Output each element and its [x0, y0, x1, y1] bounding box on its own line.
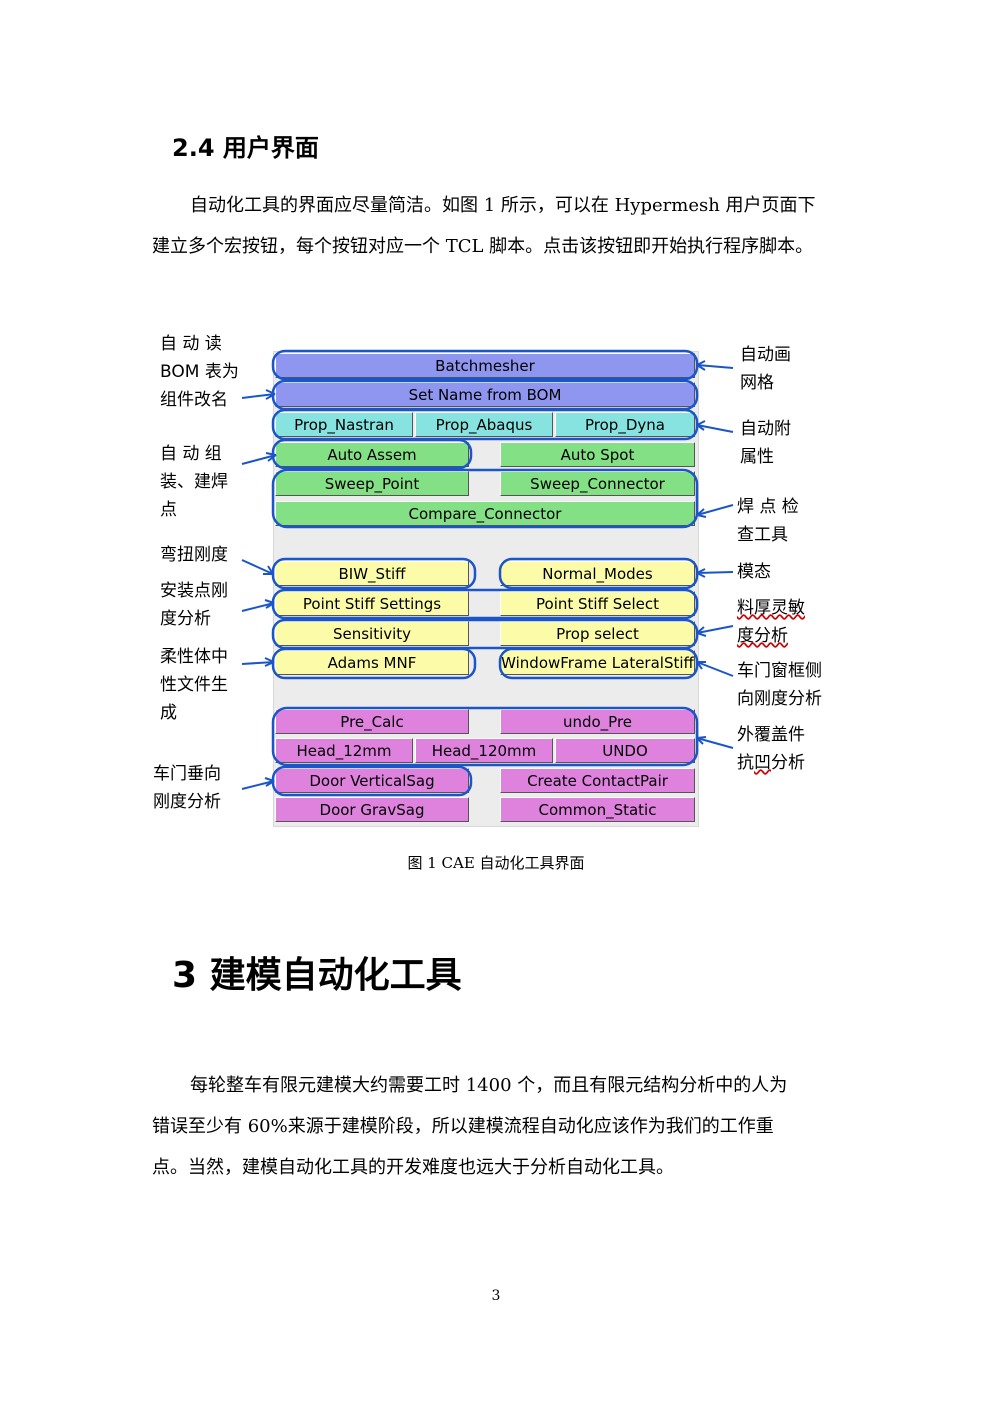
batchmesher-button[interactable]: Batchmesher — [275, 353, 695, 378]
label-door-sag: 车门垂向 刚度分析 — [153, 764, 221, 812]
set-name-button[interactable]: Set Name from BOM — [275, 382, 695, 407]
label-bending-torsion: 弯扭刚度 — [160, 545, 228, 565]
group-outline — [498, 557, 699, 590]
label-mount-point: 安装点刚 度分析 — [160, 581, 228, 629]
sweep-connector-button[interactable]: Sweep_Connector — [500, 471, 695, 496]
prop-nastran-button[interactable]: Prop_Nastran — [275, 412, 413, 437]
annotation-arrows — [241, 360, 734, 790]
sweep-point-button[interactable]: Sweep_Point — [275, 471, 469, 496]
create-contactpair-button[interactable]: Create ContactPair — [500, 768, 695, 793]
windowframe-button[interactable]: WindowFrame LateralStiff — [500, 650, 695, 675]
group-outline — [271, 588, 699, 620]
label-auto-mesh: 自动画 网格 — [740, 345, 791, 393]
door-verticalsag-button[interactable]: Door VerticalSag — [275, 768, 469, 793]
thickness-line-2: 度分析 — [737, 626, 788, 646]
group-outline — [271, 557, 477, 590]
normal-modes-button[interactable]: Normal_Modes — [500, 561, 695, 586]
group-outline — [271, 379, 699, 411]
label-flexible-body: 柔性体中 性文件生 成 — [160, 647, 228, 723]
section-heading-3: 3 建模自动化工具 — [172, 955, 462, 996]
group-outline — [271, 349, 699, 381]
head-12mm-button[interactable]: Head_12mm — [275, 738, 413, 763]
paragraph-line: 点。当然，建模自动化工具的开发难度也远大于分析自动化工具。 — [152, 1157, 674, 1178]
compare-connector-button[interactable]: Compare_Connector — [275, 501, 695, 526]
paragraph-line: 每轮整车有限元建模大约需要工时 1400 个，而且有限元结构分析中的人为 — [190, 1075, 788, 1096]
section-3-paragraph: 每轮整车有限元建模大约需要工时 1400 个，而且有限元结构分析中的人为 错误至… — [152, 1065, 842, 1188]
page-number: 3 — [491, 1288, 501, 1304]
label-weld-check: 焊 点 检 查工具 — [737, 497, 799, 545]
section-2-4-paragraph: 自动化工具的界面应尽量简洁。如图 1 所示，可以在 Hypermesh 用户页面… — [152, 185, 842, 267]
label-panel-dent: 外覆盖件 抗凹分析 — [737, 721, 805, 777]
label-thickness-sensitivity: 料厚灵敏 度分析 — [737, 594, 805, 650]
adams-mnf-button[interactable]: Adams MNF — [275, 650, 469, 675]
thickness-line-1: 料厚灵敏 — [737, 598, 805, 618]
group-outline — [271, 647, 477, 680]
label-modal: 模态 — [737, 562, 771, 582]
point-stiff-settings-button[interactable]: Point Stiff Settings — [275, 591, 469, 616]
group-outline — [498, 647, 699, 680]
group-outline — [271, 408, 699, 441]
group-outline — [271, 765, 473, 797]
auto-spot-button[interactable]: Auto Spot — [500, 442, 695, 467]
prop-dyna-button[interactable]: Prop_Dyna — [555, 412, 695, 437]
prop-abaqus-button[interactable]: Prop_Abaqus — [415, 412, 553, 437]
head-120mm-button[interactable]: Head_120mm — [415, 738, 553, 763]
sensitivity-button[interactable]: Sensitivity — [275, 621, 469, 646]
paragraph-line: 建立多个宏按钮，每个按钮对应一个 TCL 脚本。点击该按钮即开始执行程序脚本。 — [152, 236, 814, 257]
section-heading-2-4: 2.4 用户界面 — [172, 134, 319, 162]
auto-assem-button[interactable]: Auto Assem — [275, 442, 469, 467]
panel-line-1: 外覆盖件 — [737, 725, 805, 745]
group-outline — [271, 706, 699, 767]
label-auto-assembly: 自 动 组 装、建焊 点 — [160, 444, 228, 520]
paragraph-line: 错误至少有 60%来源于建模阶段，所以建模流程自动化应该作为我们的工作重 — [152, 1116, 774, 1137]
label-door-frame: 车门窗框侧 向刚度分析 — [737, 661, 822, 709]
panel-line-2a: 抗 — [737, 753, 754, 773]
undo-pre-button[interactable]: undo_Pre — [500, 709, 695, 734]
panel-line-2b: 凹 — [754, 753, 771, 773]
prop-select-button[interactable]: Prop select — [500, 621, 695, 646]
pre-calc-button[interactable]: Pre_Calc — [275, 709, 469, 734]
paragraph-line: 自动化工具的界面应尽量简洁。如图 1 所示，可以在 Hypermesh 用户页面… — [190, 195, 816, 216]
point-stiff-select-button[interactable]: Point Stiff Select — [500, 591, 695, 616]
biw-stiff-button[interactable]: BIW_Stiff — [275, 561, 469, 586]
group-outline — [271, 468, 699, 529]
panel-line-2c: 分析 — [771, 753, 805, 773]
group-outline — [271, 438, 473, 470]
door-gravsag-button[interactable]: Door GravSag — [275, 797, 469, 822]
figure-caption: 图 1 CAE 自动化工具界面 — [407, 854, 585, 872]
label-auto-prop: 自动附 属性 — [740, 419, 791, 467]
undo-button[interactable]: UNDO — [555, 738, 695, 763]
common-static-button[interactable]: Common_Static — [500, 797, 695, 822]
group-outline — [271, 618, 699, 650]
label-auto-read-bom: 自 动 读 BOM 表为 组件改名 — [160, 334, 239, 410]
